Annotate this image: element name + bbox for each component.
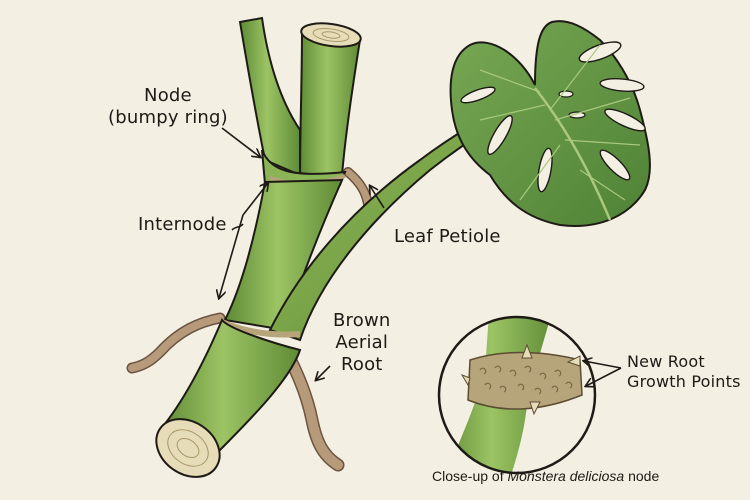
label-new-root-line1: New Root bbox=[627, 352, 705, 371]
label-aerial-root-line1: Brown bbox=[333, 310, 391, 331]
new-root-arrow-1 bbox=[584, 361, 622, 369]
lower-stem bbox=[155, 318, 302, 478]
node-arrow bbox=[221, 127, 260, 157]
label-new-root: New Root Growth Points bbox=[627, 352, 741, 392]
aerial-root-upper bbox=[343, 167, 373, 209]
upper-left-stem bbox=[238, 16, 301, 177]
label-leaf-petiole: Leaf Petiole bbox=[394, 226, 501, 247]
upper-right-stem bbox=[298, 22, 362, 182]
caption-suffix: node bbox=[624, 468, 660, 484]
aerial-root-left bbox=[126, 312, 226, 374]
caption-prefix: Close-up of bbox=[432, 468, 508, 484]
label-internode: Internode bbox=[138, 214, 227, 235]
closeup-inset bbox=[437, 315, 597, 475]
closeup-caption: Close-up of Monstera deliciosa node bbox=[432, 468, 659, 484]
label-node-line2: (bumpy ring) bbox=[108, 107, 228, 128]
label-node: Node (bumpy ring) bbox=[108, 85, 228, 129]
label-aerial-root: Brown Aerial Root bbox=[333, 310, 391, 376]
aerial-root-arrow bbox=[316, 365, 331, 380]
label-aerial-root-line2: Aerial bbox=[335, 332, 389, 353]
internode-tick bbox=[231, 223, 244, 231]
caption-species: Monstera deliciosa bbox=[507, 468, 625, 484]
monstera-leaf bbox=[449, 20, 651, 227]
petiole-arrow bbox=[370, 186, 385, 209]
label-node-line1: Node bbox=[144, 85, 192, 106]
internode-arrow-up bbox=[242, 183, 268, 216]
internode-arrow-down bbox=[219, 214, 244, 298]
new-root-arrow-2 bbox=[586, 367, 622, 386]
label-aerial-root-line3: Root bbox=[340, 354, 383, 375]
aerial-root-brown bbox=[281, 348, 345, 472]
annotation-arrows bbox=[219, 127, 622, 386]
label-new-root-line2: Growth Points bbox=[627, 372, 741, 391]
